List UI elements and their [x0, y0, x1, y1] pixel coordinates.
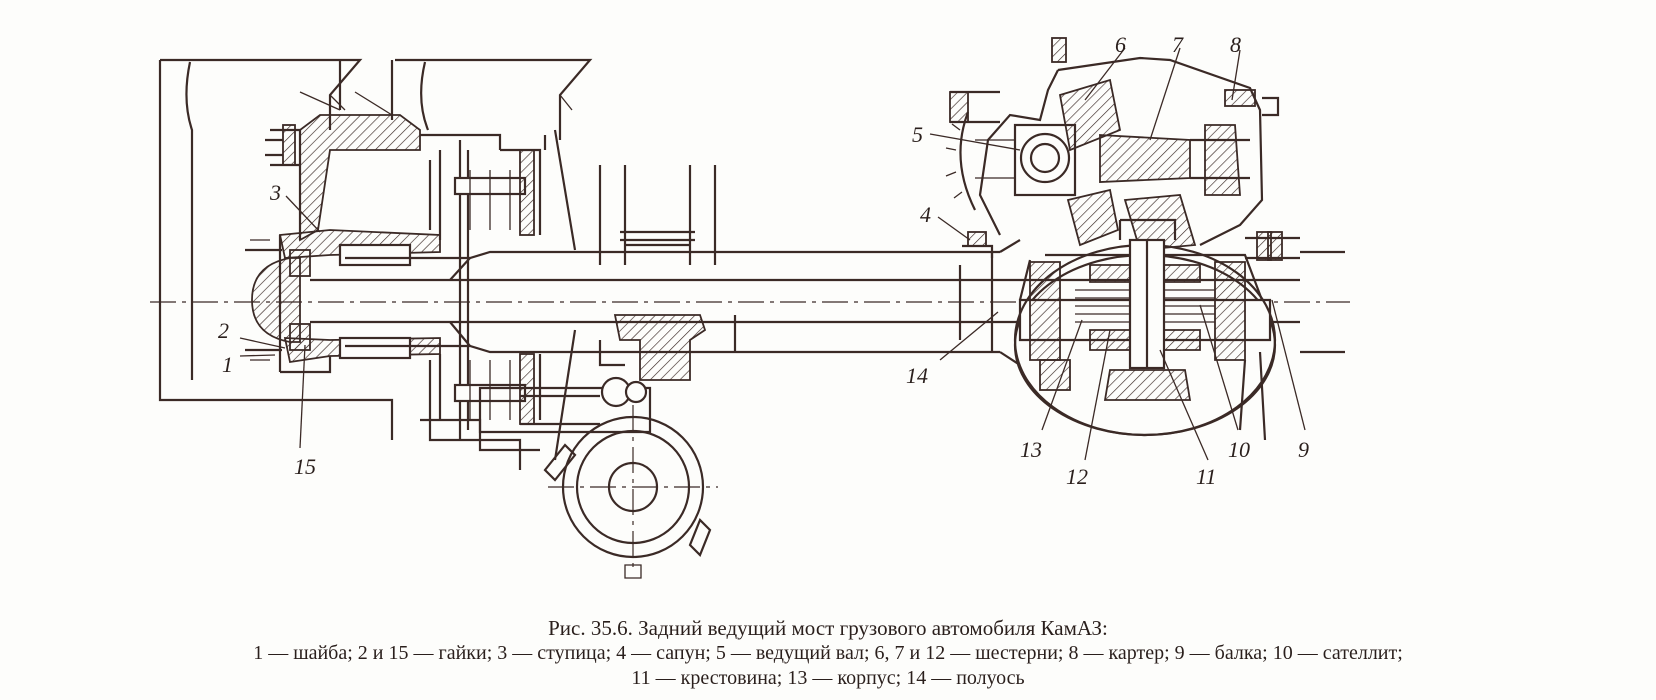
- callout-2: 2: [218, 318, 229, 343]
- brake-actuator: [478, 376, 718, 579]
- callout-12: 12: [1066, 464, 1088, 489]
- callout-11: 11: [1196, 464, 1216, 489]
- figure-caption: Рис. 35.6. Задний ведущий мост грузового…: [0, 616, 1656, 691]
- differential-housing: [1013, 218, 1345, 441]
- figure-legend-line-2: 11 — крестовина; 13 — корпус; 14 — полуо…: [631, 667, 1025, 689]
- callout-7: 7: [1172, 32, 1184, 57]
- figure-legend-line-1: 1 — шайба; 2 и 15 — гайки; 3 — ступица; …: [253, 642, 1403, 664]
- callout-9: 9: [1298, 437, 1309, 462]
- breather: [962, 231, 994, 258]
- hub-cap: [245, 239, 311, 361]
- callout-6: 6: [1115, 32, 1126, 57]
- callout-14: 14: [906, 363, 928, 388]
- wheel-tires: [158, 58, 593, 440]
- hub: [265, 114, 540, 452]
- axle-beam: [598, 165, 1021, 381]
- callout-1: 1: [222, 352, 233, 377]
- callout-13: 13: [1020, 437, 1042, 462]
- callout-labels: 1 2 3 4 5 6 7 8 9 10 11 12 13 14 15: [218, 32, 1309, 489]
- leader-lines: [239, 47, 1306, 461]
- callout-4: 4: [920, 202, 931, 227]
- callout-3: 3: [269, 180, 281, 205]
- callout-15: 15: [294, 454, 316, 479]
- callout-10: 10: [1228, 437, 1250, 462]
- figure-title: Рис. 35.6. Задний ведущий мост грузового…: [548, 616, 1108, 640]
- final-drive: [945, 37, 1280, 251]
- callout-8: 8: [1230, 32, 1241, 57]
- callout-5: 5: [912, 122, 923, 147]
